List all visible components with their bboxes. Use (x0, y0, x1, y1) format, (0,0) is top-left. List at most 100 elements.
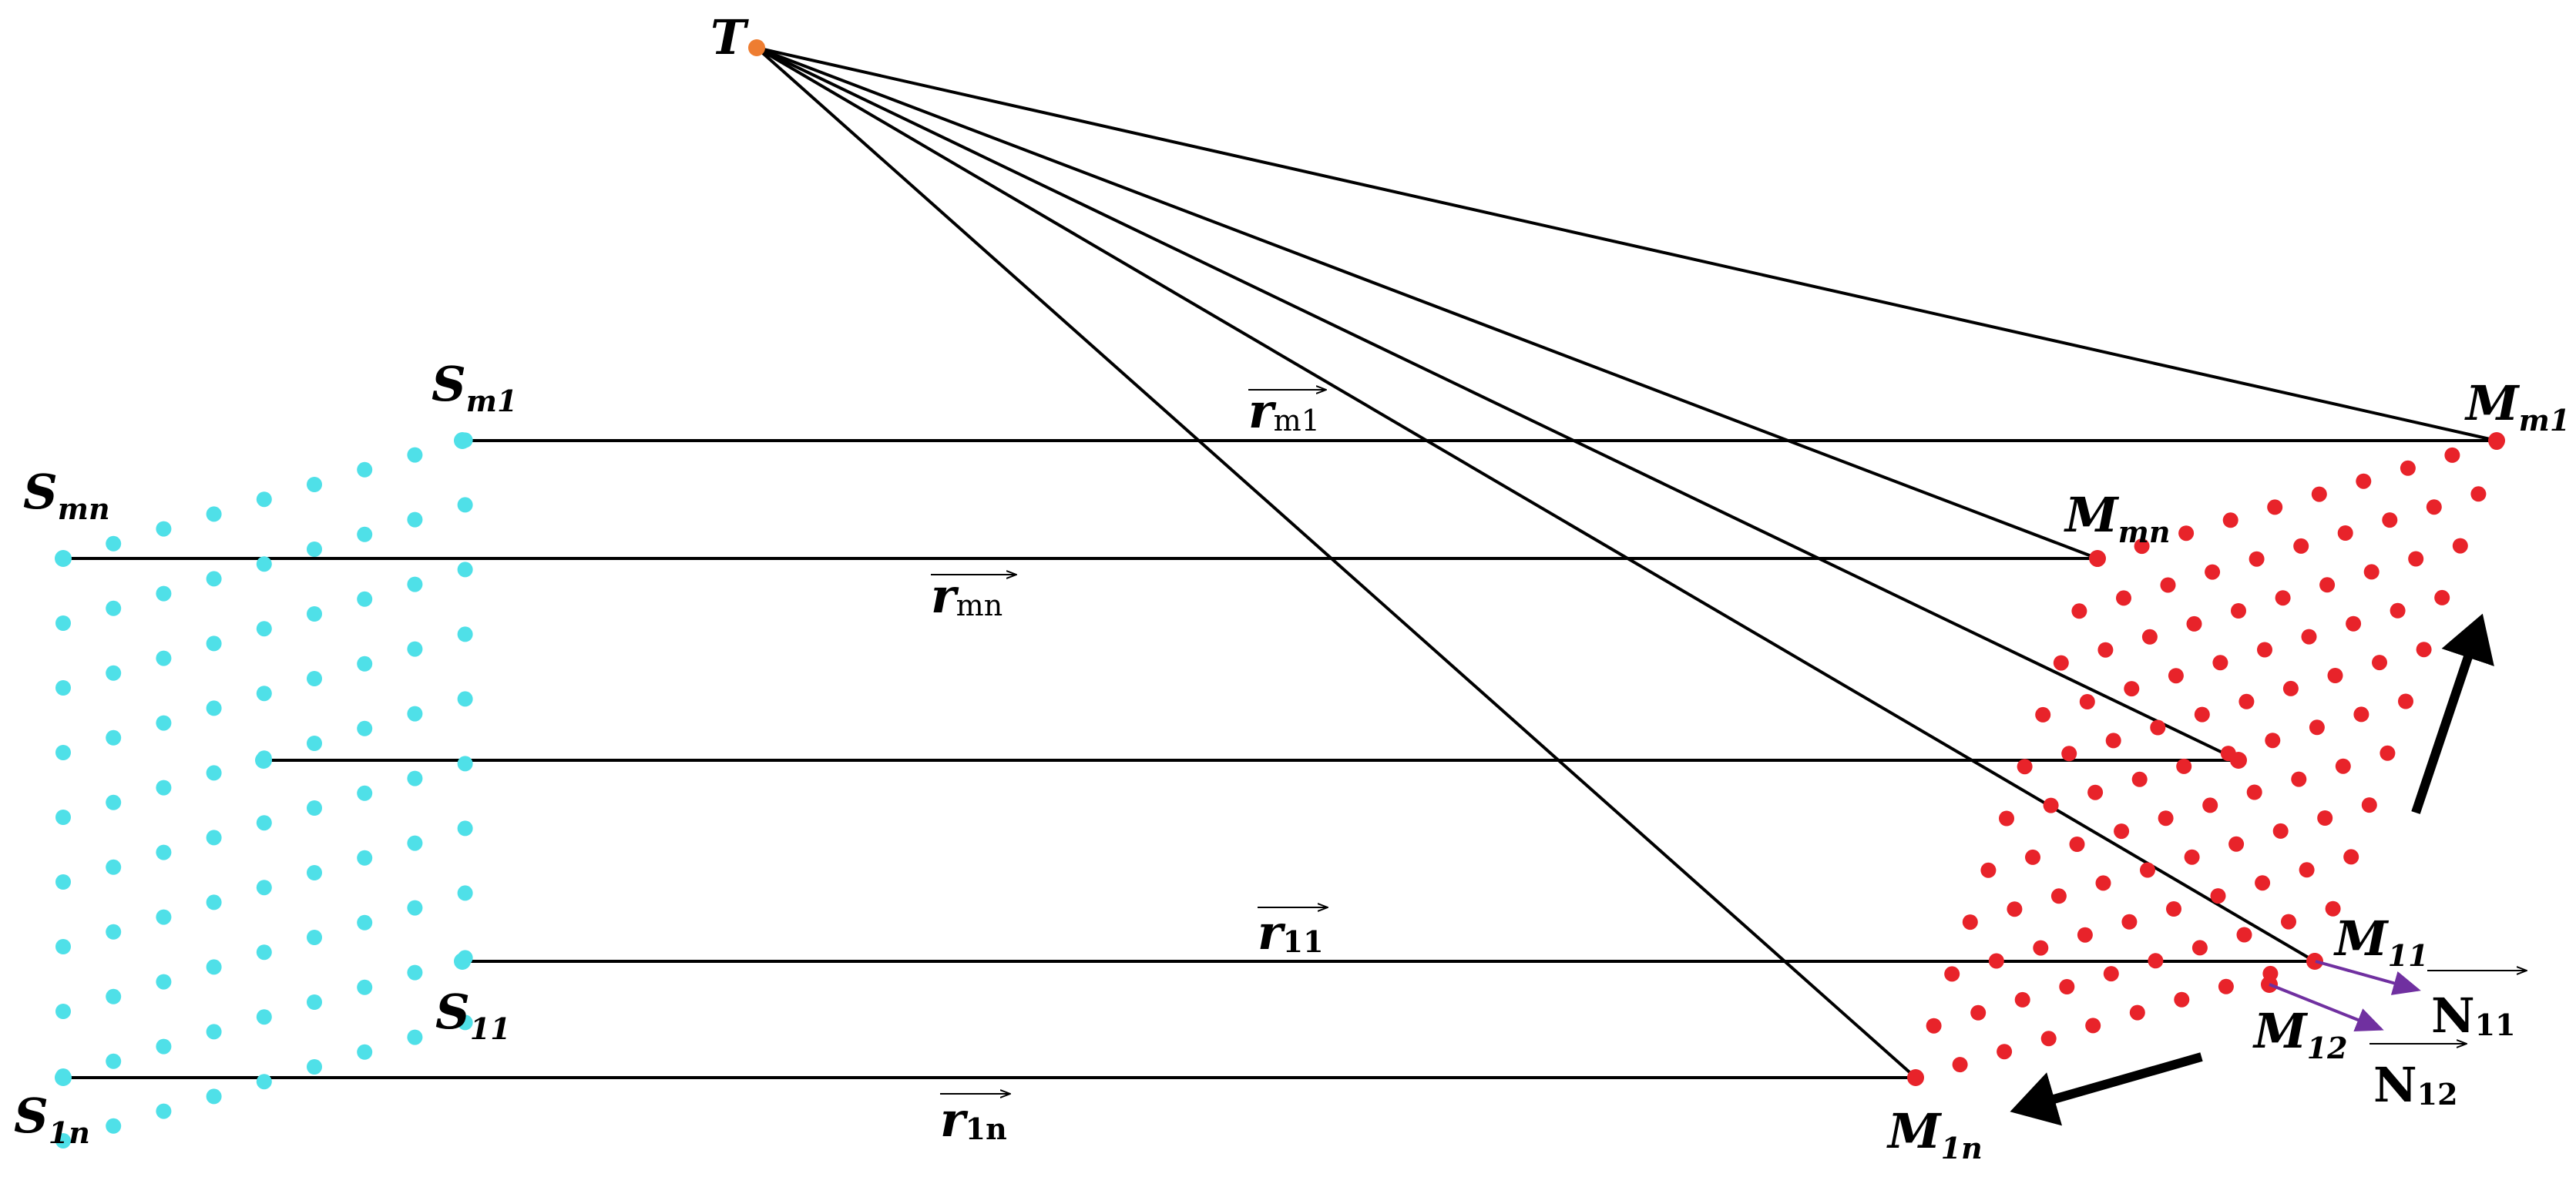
source-point (357, 591, 373, 607)
source-point (206, 635, 222, 652)
target-point-t (748, 39, 765, 56)
measurement-point (2205, 564, 2221, 580)
measurement-point (2176, 758, 2192, 774)
measurement-point (2416, 642, 2432, 658)
source-point (307, 542, 322, 557)
measurement-point (2202, 797, 2218, 813)
measurement-corner-point (2306, 953, 2323, 970)
source-point (106, 729, 122, 746)
source-point (156, 521, 172, 537)
measurement-point (2337, 525, 2353, 541)
label-m-12: M12 (2252, 1003, 2348, 1065)
measurement-point (2071, 603, 2087, 619)
measurement-point (2281, 914, 2296, 930)
measurement-point (2191, 940, 2208, 956)
measurement-point (2131, 771, 2148, 787)
measurement-point (2134, 538, 2150, 555)
measurement-point (2444, 447, 2460, 463)
measurement-point (2043, 797, 2059, 813)
source-point (106, 1053, 122, 1069)
source-corner-point (55, 550, 72, 567)
measurement-point (2231, 603, 2246, 619)
normal-arrow-n12 (2269, 983, 2384, 1031)
measurement-point (2061, 746, 2077, 762)
source-point (256, 1009, 272, 1025)
source-point (206, 700, 222, 716)
source-point (407, 641, 423, 657)
measurement-point (2007, 901, 2023, 917)
measurement-point (2275, 590, 2291, 606)
source-point (206, 959, 222, 975)
measurement-point (2105, 733, 2121, 749)
measurement-point (1952, 1057, 1968, 1073)
source-point (106, 535, 122, 552)
source-point (55, 1133, 71, 1148)
measurement-point (2212, 655, 2228, 671)
measurement-point (2079, 694, 2095, 709)
measurement-point (1944, 966, 1960, 982)
source-point (457, 497, 473, 513)
measurement-point (2166, 901, 2181, 917)
source-point (407, 447, 423, 463)
source-point (156, 585, 172, 602)
source-point (307, 1059, 322, 1075)
svg-text:N11: N11 (2431, 988, 2516, 1044)
measurement-point (2301, 629, 2317, 645)
source-point (106, 988, 122, 1004)
measurement-point (2210, 888, 2226, 904)
measurement-point (2398, 693, 2413, 709)
label-m-1n: M1n (1886, 1103, 1983, 1165)
source-point (357, 914, 373, 931)
measurement-point (2426, 499, 2442, 515)
source-point (206, 894, 222, 910)
measurement-point (2400, 460, 2416, 476)
source-point (357, 850, 373, 866)
source-point (457, 691, 473, 707)
label-m-11: M11 (2333, 910, 2429, 973)
measurement-point (2121, 914, 2138, 930)
measurement-point (2059, 979, 2075, 994)
source-point (457, 820, 473, 837)
measurement-point (2014, 991, 2030, 1008)
source-point (357, 720, 373, 736)
source-point (156, 974, 172, 990)
scan-direction-arrow-left (2010, 1052, 2203, 1126)
ray-line (756, 46, 2497, 442)
measurement-point (2249, 551, 2265, 567)
source-corner-point (255, 752, 272, 769)
source-point (307, 865, 322, 880)
label-s-m1: Sm1 (432, 356, 517, 418)
source-point (457, 626, 473, 642)
measurement-point (2255, 875, 2271, 891)
measurement-point (2114, 823, 2130, 840)
source-point (457, 1014, 473, 1031)
source-point (256, 621, 272, 637)
scan-direction-arrow-up (2411, 613, 2494, 814)
source-point (206, 571, 222, 587)
source-corner-point (55, 1069, 72, 1086)
measurement-point (2025, 849, 2040, 865)
source-point (156, 715, 172, 731)
measurement-point (2361, 797, 2377, 813)
measurement-point (2291, 771, 2307, 787)
source-point (156, 780, 172, 796)
source-point (256, 491, 272, 508)
source-point (407, 576, 423, 592)
measurement-point-grid (1907, 432, 2505, 1086)
parallel-lines (63, 439, 2497, 1079)
measurement-point (2087, 784, 2104, 800)
measurement-corner-point (2089, 550, 2106, 567)
measurement-point (1997, 1044, 2013, 1060)
source-point (307, 606, 322, 622)
measurement-point (2053, 655, 2069, 671)
ray-lines (755, 46, 2497, 1079)
vector-label-n-12: N12 (2369, 1044, 2466, 1113)
source-point (106, 665, 122, 681)
measurement-point (2257, 642, 2272, 658)
source-point (156, 844, 172, 860)
measurement-point (2335, 758, 2351, 774)
measurement-point (2238, 693, 2255, 709)
source-point (55, 680, 71, 696)
source-point (256, 556, 272, 572)
